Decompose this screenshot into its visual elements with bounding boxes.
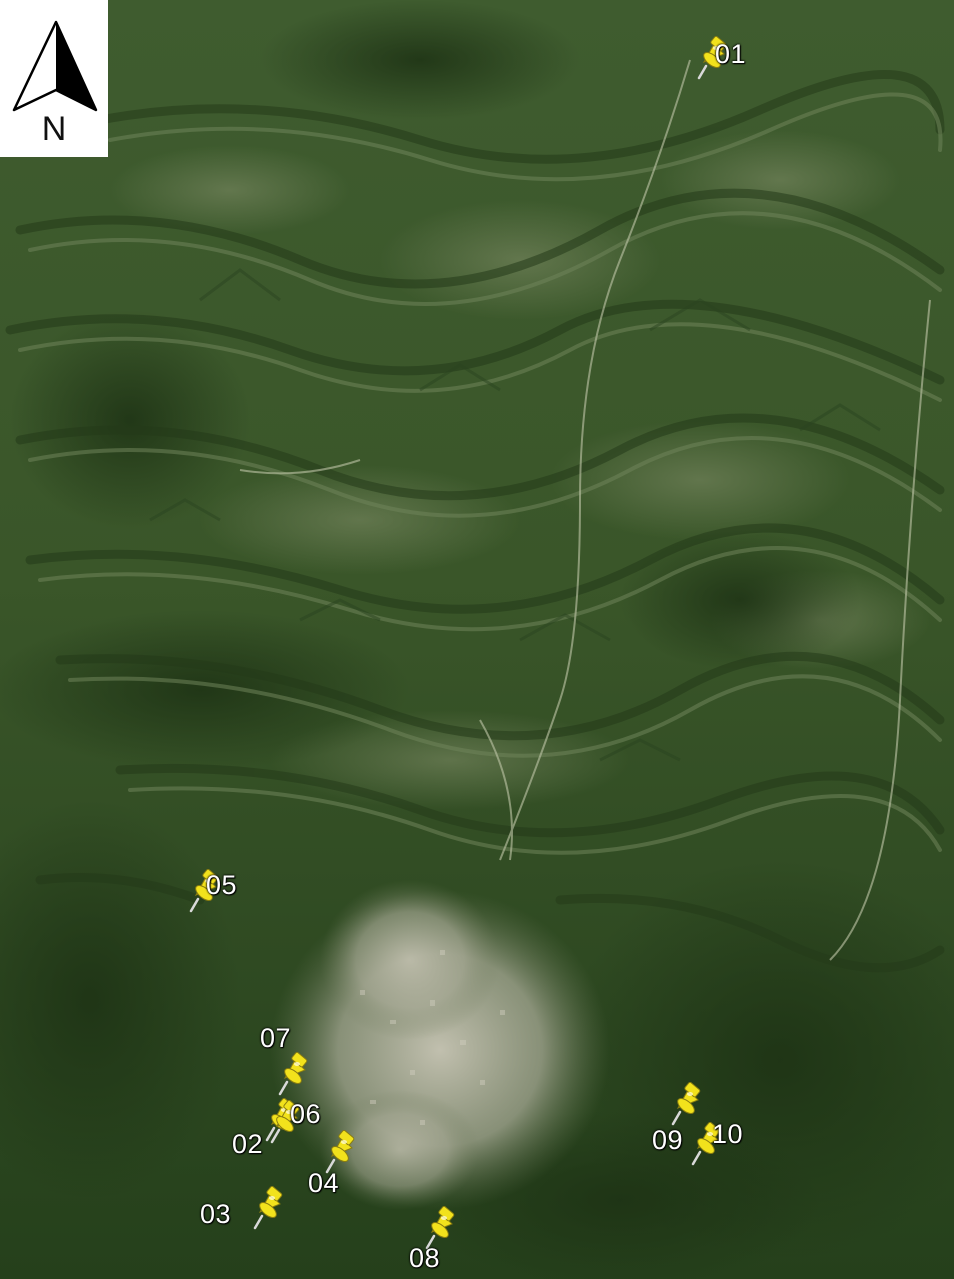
pushpin-icon bbox=[278, 1052, 308, 1096]
marker-label-10: 10 bbox=[712, 1119, 744, 1149]
north-arrow-icon bbox=[12, 20, 98, 112]
location-marker-03[interactable] bbox=[250, 1186, 290, 1230]
location-marker-01[interactable] bbox=[694, 36, 734, 80]
pushpin-icon bbox=[671, 1082, 701, 1126]
pushpin-icon bbox=[270, 1100, 300, 1144]
pushpin-icon bbox=[189, 869, 219, 913]
north-arrow-label: N bbox=[41, 110, 67, 148]
marker-label-05: 05 bbox=[206, 870, 238, 900]
pushpin-icon bbox=[697, 36, 727, 80]
marker-label-03: 03 bbox=[200, 1199, 232, 1229]
location-marker-09[interactable] bbox=[668, 1082, 708, 1126]
location-marker-10[interactable] bbox=[688, 1122, 728, 1166]
location-marker-08[interactable] bbox=[422, 1206, 462, 1250]
pushpin-icon bbox=[325, 1130, 355, 1174]
marker-label-08: 08 bbox=[409, 1243, 441, 1273]
north-arrow: N bbox=[0, 0, 108, 157]
marker-label-06: 06 bbox=[290, 1099, 322, 1129]
location-marker-05[interactable] bbox=[186, 869, 226, 913]
marker-label-04: 04 bbox=[308, 1168, 340, 1198]
marker-label-09: 09 bbox=[652, 1125, 684, 1155]
location-marker-07[interactable] bbox=[275, 1052, 315, 1096]
pushpin-icon bbox=[425, 1206, 455, 1250]
pushpin-icon bbox=[253, 1186, 283, 1230]
marker-label-07: 07 bbox=[260, 1023, 292, 1053]
location-marker-06[interactable] bbox=[267, 1100, 307, 1144]
marker-label-01: 01 bbox=[715, 39, 747, 69]
pushpin-icon bbox=[691, 1122, 721, 1166]
marker-label-02: 02 bbox=[232, 1129, 264, 1159]
location-marker-04[interactable] bbox=[322, 1130, 362, 1174]
